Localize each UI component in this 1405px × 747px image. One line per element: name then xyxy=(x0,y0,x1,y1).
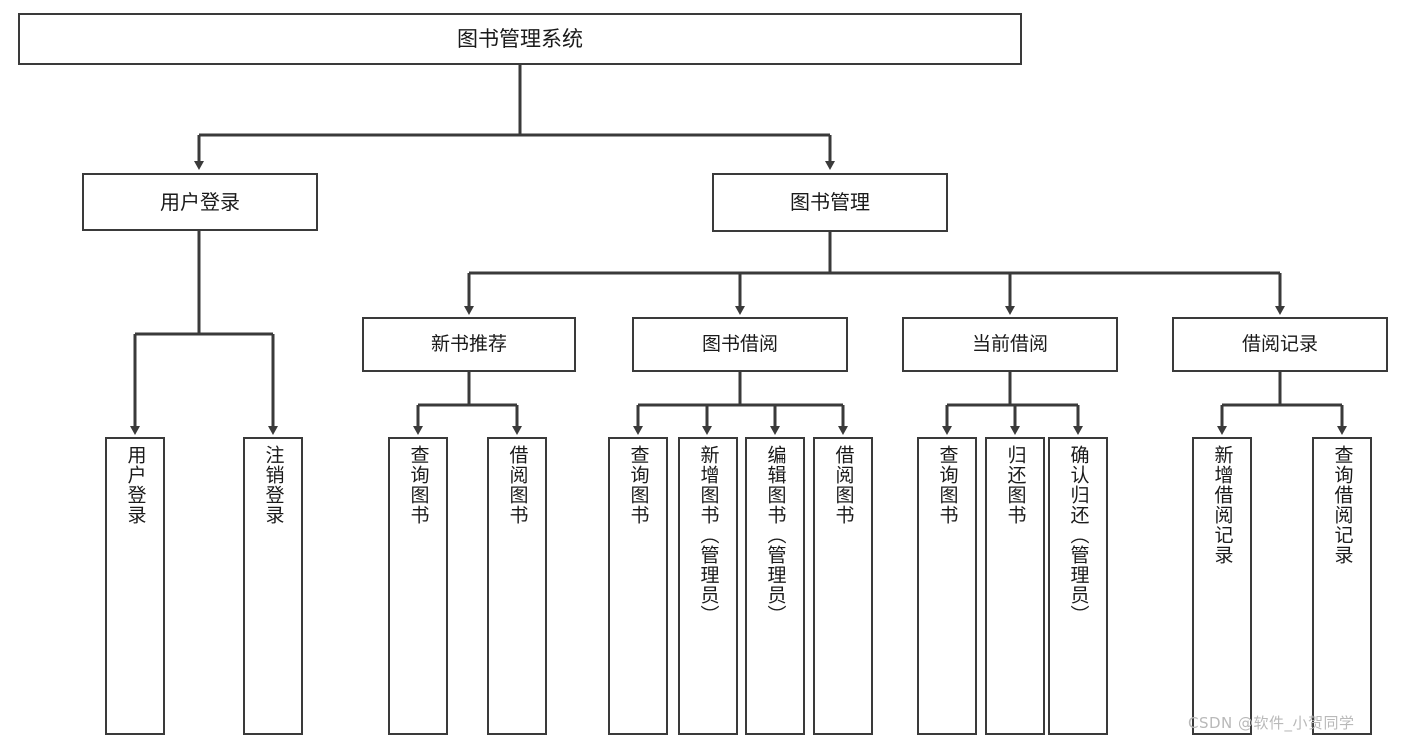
node-leaf-borrow-book-2-label: 借阅图书 xyxy=(832,445,855,525)
node-leaf-add-book[interactable]: 新增图书（管理员） xyxy=(678,437,738,735)
node-book-management-label: 图书管理 xyxy=(790,190,870,214)
node-leaf-return-book[interactable]: 归还图书 xyxy=(985,437,1045,735)
node-leaf-borrow-book-1-label: 借阅图书 xyxy=(506,445,529,525)
node-current-borrow[interactable]: 当前借阅 xyxy=(902,317,1118,372)
node-leaf-edit-book-label: 编辑图书（管理员） xyxy=(764,445,787,625)
node-root-label: 图书管理系统 xyxy=(457,26,583,51)
node-leaf-confirm-return[interactable]: 确认归还（管理员） xyxy=(1048,437,1108,735)
node-leaf-query-book-2[interactable]: 查询图书 xyxy=(608,437,668,735)
node-new-book-recommend[interactable]: 新书推荐 xyxy=(362,317,576,372)
node-leaf-query-book-3[interactable]: 查询图书 xyxy=(917,437,977,735)
node-borrow-record-label: 借阅记录 xyxy=(1241,332,1318,355)
node-book-management[interactable]: 图书管理 xyxy=(712,173,948,232)
node-book-borrow[interactable]: 图书借阅 xyxy=(632,317,848,372)
node-user-login-label: 用户登录 xyxy=(160,189,240,214)
watermark: CSDN @软件_小贺同学 xyxy=(1188,714,1355,732)
node-leaf-return-book-label: 归还图书 xyxy=(1004,445,1027,525)
node-new-book-recommend-label: 新书推荐 xyxy=(430,332,507,355)
node-leaf-query-book-1[interactable]: 查询图书 xyxy=(388,437,448,735)
node-leaf-query-record-label: 查询借阅记录 xyxy=(1331,445,1354,565)
node-leaf-logout-login[interactable]: 注销登录 xyxy=(243,437,303,735)
node-leaf-query-record[interactable]: 查询借阅记录 xyxy=(1312,437,1372,735)
node-leaf-query-book-1-label: 查询图书 xyxy=(407,445,430,525)
node-leaf-edit-book[interactable]: 编辑图书（管理员） xyxy=(745,437,805,735)
node-leaf-add-book-label: 新增图书（管理员） xyxy=(697,445,720,625)
node-leaf-borrow-book-2[interactable]: 借阅图书 xyxy=(813,437,873,735)
node-borrow-record[interactable]: 借阅记录 xyxy=(1172,317,1388,372)
node-book-borrow-label: 图书借阅 xyxy=(701,332,778,355)
node-user-login[interactable]: 用户登录 xyxy=(82,173,318,231)
node-leaf-logout-login-label: 注销登录 xyxy=(262,445,285,525)
node-leaf-add-record-label: 新增借阅记录 xyxy=(1211,445,1234,565)
node-leaf-user-login[interactable]: 用户登录 xyxy=(105,437,165,735)
node-leaf-confirm-return-label: 确认归还（管理员） xyxy=(1067,445,1090,625)
node-current-borrow-label: 当前借阅 xyxy=(971,332,1048,355)
node-leaf-query-book-2-label: 查询图书 xyxy=(627,445,650,525)
node-leaf-add-record[interactable]: 新增借阅记录 xyxy=(1192,437,1252,735)
node-leaf-user-login-label: 用户登录 xyxy=(124,445,147,525)
node-root[interactable]: 图书管理系统 xyxy=(18,13,1022,65)
node-leaf-query-book-3-label: 查询图书 xyxy=(936,445,959,525)
node-leaf-borrow-book-1[interactable]: 借阅图书 xyxy=(487,437,547,735)
